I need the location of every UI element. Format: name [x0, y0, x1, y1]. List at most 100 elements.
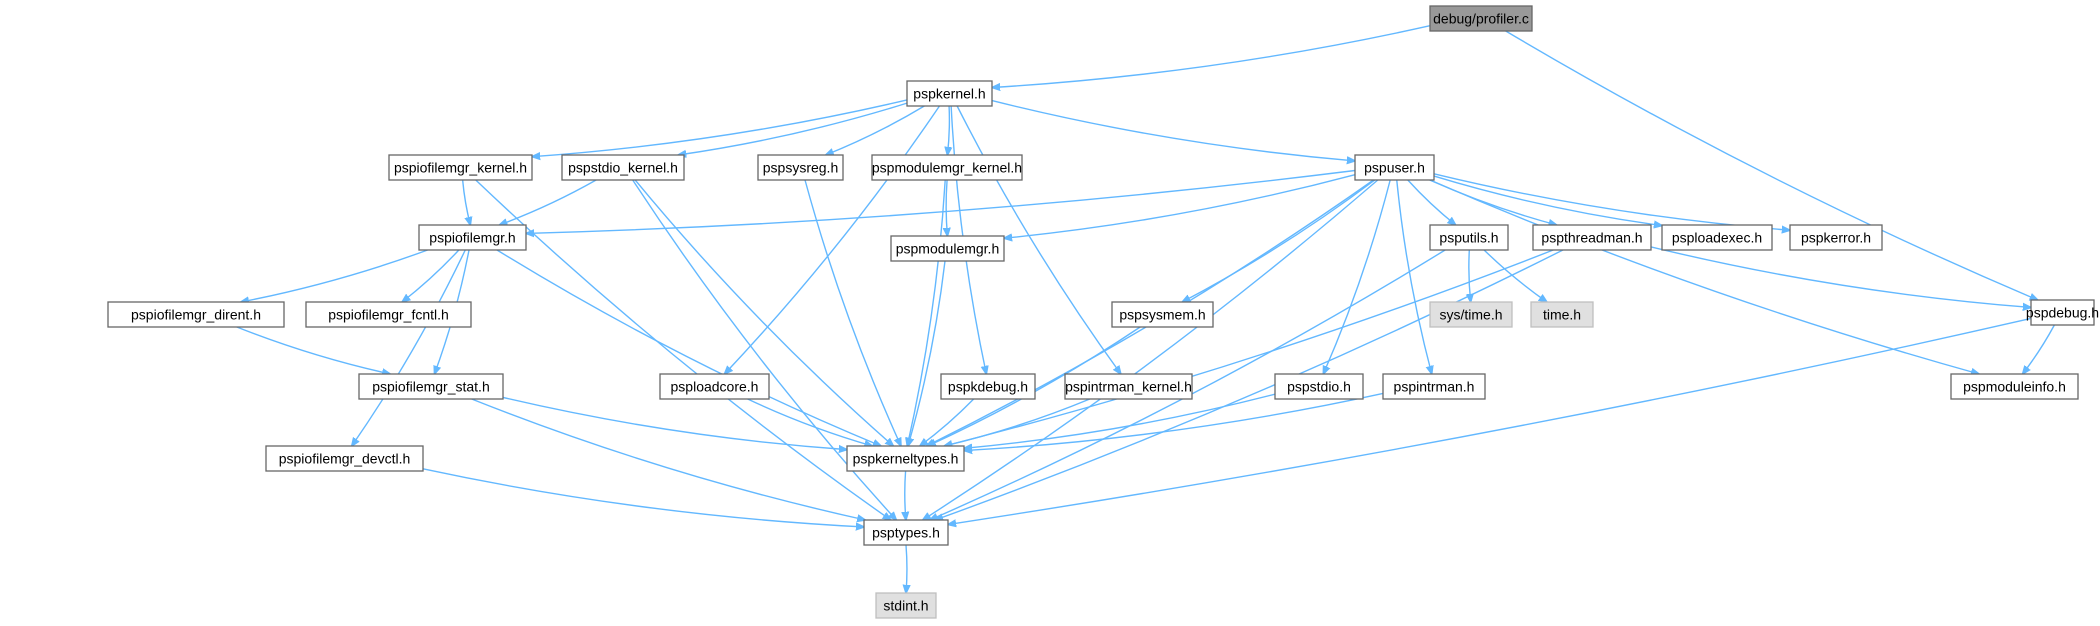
edge-pspsysmem-to-pspkerneltypes — [928, 326, 1141, 446]
node-label-systime: sys/time.h — [1439, 307, 1502, 323]
edge-pspuser-to-pspsysmem — [1182, 179, 1376, 302]
node-label-pspintrman: pspintrman.h — [1394, 379, 1475, 395]
node-pspsysreg[interactable]: pspsysreg.h — [757, 154, 844, 181]
edge-pspkernel-to-pspintrman_kernel — [956, 105, 1121, 374]
edge-pspuser-to-pspstdio — [1323, 179, 1391, 374]
edge-pspthreadman-to-psptypes — [935, 249, 1564, 520]
edge-pspkernel-to-psploadcore — [725, 105, 941, 374]
node-pspkerneltypes[interactable]: pspkerneltypes.h — [846, 445, 965, 472]
node-pspiofilemgr_devctl[interactable]: pspiofilemgr_devctl.h — [265, 445, 424, 472]
node-pspmodulemgr_kernel[interactable]: pspmodulemgr_kernel.h — [871, 154, 1023, 181]
node-box-pspmoduleinfo — [1950, 373, 2079, 400]
edge-profiler-to-pspkernel — [992, 25, 1431, 88]
edge-psploadcore-to-pspkerneltypes — [747, 398, 873, 446]
node-pspiofilemgr[interactable]: pspiofilemgr.h — [418, 224, 527, 251]
node-label-pspsysreg: pspsysreg.h — [763, 160, 838, 176]
node-pspstdio[interactable]: pspstdio.h — [1274, 373, 1364, 400]
edge-pspkernel-to-pspsysreg — [826, 105, 925, 155]
node-pspiofilemgr_stat[interactable]: pspiofilemgr_stat.h — [358, 373, 504, 400]
node-box-pspiofilemgr — [418, 224, 527, 251]
node-pspthreadman[interactable]: pspthreadman.h — [1532, 224, 1652, 251]
node-box-stdint — [875, 592, 937, 619]
edge-pspiofilemgr_dirent-to-pspiofilemgr_stat — [236, 326, 390, 374]
node-label-pspiofilemgr: pspiofilemgr.h — [429, 230, 515, 246]
edge-psputils-to-time — [1483, 249, 1547, 302]
edge-pspkernel-to-pspstdio_kernel — [678, 102, 908, 155]
edge-pspuser-to-pspkerror — [1433, 173, 1790, 230]
node-box-pspstdio — [1274, 373, 1364, 400]
edge-pspdebug-to-pspmoduleinfo — [2023, 324, 2056, 374]
node-pspintrman[interactable]: pspintrman.h — [1382, 373, 1486, 400]
edge-pspdebug-to-psptypes — [948, 317, 2032, 524]
node-label-pspkernel: pspkernel.h — [913, 86, 985, 102]
edge-pspiofilemgr_kernel-to-pspiofilemgr — [461, 179, 471, 225]
node-pspkernel[interactable]: pspkernel.h — [906, 80, 993, 107]
node-profiler[interactable]: debug/profiler.c — [1429, 5, 1533, 32]
node-pspuser[interactable]: pspuser.h — [1354, 154, 1435, 181]
node-label-pspstdio_kernel: pspstdio_kernel.h — [568, 160, 678, 176]
edge-pspuser-to-psploadexec — [1433, 175, 1662, 225]
node-pspstdio_kernel[interactable]: pspstdio_kernel.h — [561, 154, 685, 181]
node-label-pspdebug: pspdebug.h — [2026, 305, 2099, 321]
node-box-pspkdebug — [940, 373, 1036, 400]
edge-pspuser-to-psptypes — [923, 179, 1379, 520]
edge-profiler-to-pspdebug — [1505, 30, 2038, 300]
node-time: time.h — [1530, 301, 1594, 328]
node-box-pspkerneltypes — [846, 445, 965, 472]
node-label-pspsysmem: pspsysmem.h — [1119, 307, 1205, 323]
edge-pspkerneltypes-to-psptypes — [905, 470, 906, 520]
node-stdint: stdint.h — [875, 592, 937, 619]
node-pspsysmem[interactable]: pspsysmem.h — [1111, 301, 1214, 328]
node-label-pspkdebug: pspkdebug.h — [948, 379, 1028, 395]
node-systime: sys/time.h — [1429, 301, 1513, 328]
node-box-pspsysreg — [757, 154, 844, 181]
node-psploadexec[interactable]: psploadexec.h — [1661, 224, 1773, 251]
node-box-pspintrman — [1382, 373, 1486, 400]
node-pspmoduleinfo[interactable]: pspmoduleinfo.h — [1950, 373, 2079, 400]
node-label-profiler: debug/profiler.c — [1433, 11, 1529, 27]
node-box-pspiofilemgr_kernel — [388, 154, 533, 181]
edge-psputils-to-systime — [1469, 249, 1471, 302]
node-pspkerror[interactable]: pspkerror.h — [1789, 224, 1883, 251]
node-box-pspkernel — [906, 80, 993, 107]
edge-pspthreadman-to-pspkerneltypes — [944, 249, 1554, 446]
node-box-pspstdio_kernel — [561, 154, 685, 181]
node-label-psputils: psputils.h — [1439, 230, 1498, 246]
node-label-pspstdio: pspstdio.h — [1287, 379, 1351, 395]
node-pspkdebug[interactable]: pspkdebug.h — [940, 373, 1036, 400]
node-psputils[interactable]: psputils.h — [1429, 224, 1509, 251]
edge-pspstdio_kernel-to-pspkerneltypes — [634, 179, 893, 446]
edge-pspmodulemgr_kernel-to-pspkerneltypes — [907, 179, 946, 446]
edge-pspiofilemgr-to-pspiofilemgr_devctl — [352, 249, 466, 446]
edge-pspiofilemgr-to-pspkerneltypes — [496, 249, 881, 446]
edge-pspintrman_kernel-to-pspkerneltypes — [944, 398, 1091, 446]
edge-psptypes-to-stdint — [906, 544, 907, 593]
node-label-pspkerneltypes: pspkerneltypes.h — [853, 451, 959, 467]
node-pspiofilemgr_dirent[interactable]: pspiofilemgr_dirent.h — [107, 301, 285, 328]
edge-pspiofilemgr_devctl-to-psptypes — [422, 468, 864, 527]
node-psptypes[interactable]: psptypes.h — [863, 519, 949, 546]
node-label-psptypes: psptypes.h — [872, 525, 940, 541]
edge-pspstdio-to-pspkerneltypes — [964, 393, 1276, 448]
node-box-profiler — [1429, 5, 1533, 32]
edge-pspiofilemgr_kernel-to-psptypes — [475, 179, 891, 520]
node-pspmodulemgr[interactable]: pspmodulemgr.h — [890, 235, 1005, 262]
node-box-pspiofilemgr_dirent — [107, 301, 285, 328]
node-box-time — [1530, 301, 1594, 328]
node-label-time: time.h — [1543, 307, 1581, 323]
node-pspintrman_kernel[interactable]: pspintrman_kernel.h — [1064, 373, 1193, 400]
node-label-pspmoduleinfo: pspmoduleinfo.h — [1963, 379, 2066, 395]
node-pspdebug[interactable]: pspdebug.h — [2026, 299, 2099, 326]
edge-pspmodulemgr-to-pspkerneltypes — [908, 260, 946, 446]
edge-pspiofilemgr-to-pspiofilemgr_fcntl — [402, 249, 460, 302]
node-pspiofilemgr_kernel[interactable]: pspiofilemgr_kernel.h — [388, 154, 533, 181]
node-psploadcore[interactable]: psploadcore.h — [659, 373, 770, 400]
edge-pspkernel-to-pspiofilemgr_kernel — [532, 99, 908, 157]
node-box-psputils — [1429, 224, 1509, 251]
node-label-pspiofilemgr_fcntl: pspiofilemgr_fcntl.h — [328, 307, 449, 323]
node-label-pspmodulemgr_kernel: pspmodulemgr_kernel.h — [872, 160, 1022, 176]
node-box-pspsysmem — [1111, 301, 1214, 328]
node-label-stdint: stdint.h — [883, 598, 928, 614]
node-pspiofilemgr_fcntl[interactable]: pspiofilemgr_fcntl.h — [305, 301, 472, 328]
